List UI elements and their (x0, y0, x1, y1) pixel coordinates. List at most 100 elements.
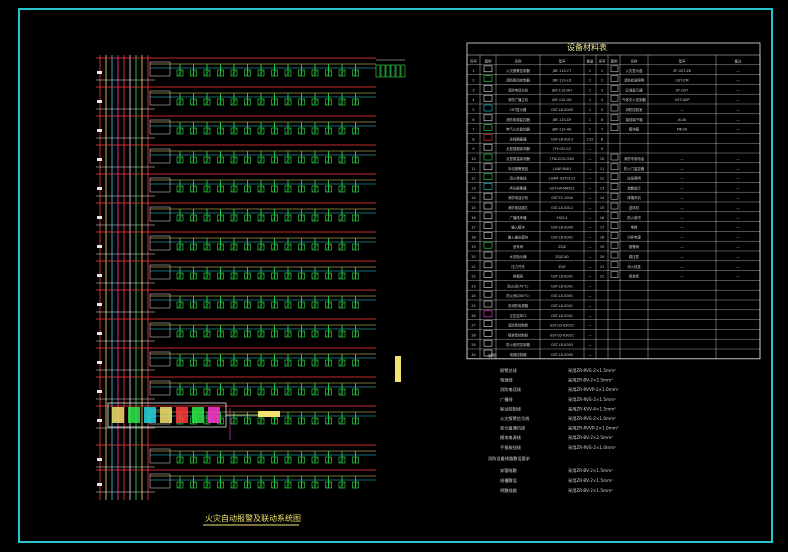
note-item-spec: 采用ZR-RVS-2×1.5mm² (568, 396, 616, 403)
device-box (190, 185, 197, 193)
control-equipment (176, 407, 188, 423)
legend-row-symbol (483, 310, 493, 318)
device-symbol (311, 383, 319, 396)
device-mark (284, 243, 292, 251)
legend-row-index: 22 (471, 275, 475, 279)
device-box (325, 359, 332, 367)
floor-branch (96, 289, 376, 313)
device-box (257, 330, 265, 338)
device-symbol (230, 476, 238, 489)
device-box (217, 214, 224, 222)
legend-right-symbol (610, 271, 619, 278)
device-box (217, 98, 224, 106)
legend-row-index: 13 (471, 186, 475, 190)
legend-row-qty: 1 (589, 108, 591, 112)
device-box (284, 481, 292, 489)
legend-row-symbol (483, 183, 493, 190)
device-symbol (190, 354, 197, 367)
floor-label-tick (97, 71, 102, 74)
floor-branch (96, 231, 376, 255)
legend-row-index: 30 (471, 353, 475, 357)
device-mark (338, 98, 346, 106)
device-mark (298, 456, 305, 464)
device-symbol (352, 209, 359, 222)
note-item-label: 火灾报警信号线 (500, 415, 530, 422)
device-box (257, 359, 265, 367)
legend-right-symbol (610, 241, 619, 249)
legend-row-name: 消防电话分机 (508, 195, 529, 200)
device-symbol (203, 476, 211, 489)
legend-row-qty: — (588, 206, 592, 210)
legend-row-symbol (483, 281, 493, 288)
device-symbol (284, 296, 292, 309)
legend-row-name: 消防电话插孔 (508, 205, 529, 210)
device-box (176, 69, 184, 77)
device-box (230, 359, 238, 367)
device-symbol (176, 151, 184, 164)
device-symbol (217, 383, 224, 396)
legend-right-note: — (736, 216, 740, 220)
legend-row-symbol (483, 124, 493, 131)
device-box (352, 98, 359, 106)
legend-row-qty: — (588, 226, 592, 230)
device-mark (176, 243, 184, 251)
device-symbol (176, 383, 184, 396)
device-symbol (325, 267, 332, 280)
device-symbol (352, 451, 359, 464)
device-mark (298, 214, 305, 222)
legend-right-name: 气体灭火控制器 (622, 97, 646, 102)
device-box (311, 98, 319, 106)
legend-row-index: 23 (471, 284, 475, 288)
device-symbol (352, 354, 359, 367)
device-box (244, 456, 251, 464)
legend-row-model: JBF-11S-HK (552, 128, 573, 132)
device-mark (203, 388, 211, 396)
device-symbol (217, 238, 224, 251)
device-symbol (176, 354, 184, 367)
legend-row-qty: — (588, 314, 592, 318)
legend-row-index: 5 (472, 108, 474, 112)
legend-row-index: 1 (472, 69, 474, 73)
device-symbol (257, 451, 265, 464)
device-box (352, 388, 359, 396)
device-mark (217, 456, 224, 464)
device-box (217, 243, 224, 251)
device-mark (338, 301, 346, 309)
device-symbol (230, 122, 238, 135)
legend-row-name: 消火栓按钮 (510, 176, 528, 181)
device-box (298, 127, 305, 135)
device-mark (203, 272, 211, 280)
device-symbol (176, 451, 184, 464)
legend-row-index: 19 (471, 245, 475, 249)
floor-module-box (149, 148, 171, 164)
device-box (311, 272, 319, 280)
legend-right-index: 9 (601, 147, 603, 151)
device-mark (284, 330, 292, 338)
floor-module-box (149, 177, 171, 193)
device-symbol (190, 451, 197, 464)
legend-row-index: 20 (471, 255, 475, 259)
device-box (203, 388, 211, 396)
device-box (298, 330, 305, 338)
legend-row-symbol (483, 339, 493, 347)
device-symbol (284, 122, 292, 135)
legend-right-symbol (610, 94, 619, 102)
device-symbol (298, 238, 305, 251)
device-box (325, 243, 332, 251)
legend-row-symbol (483, 65, 493, 73)
legend-row-qty: — (588, 177, 592, 181)
device-symbol (311, 296, 319, 309)
device-box (244, 98, 251, 106)
device-symbol (325, 209, 332, 222)
device-box (271, 69, 278, 77)
device-mark (352, 185, 359, 193)
legend-row-name: 声光报警器 (510, 185, 528, 190)
legend-row-qty: — (588, 265, 592, 269)
device-mark (230, 330, 238, 338)
legend-row-model: JTY-GD-G3 (552, 147, 570, 151)
device-symbol (338, 64, 346, 77)
device-box (325, 481, 332, 489)
